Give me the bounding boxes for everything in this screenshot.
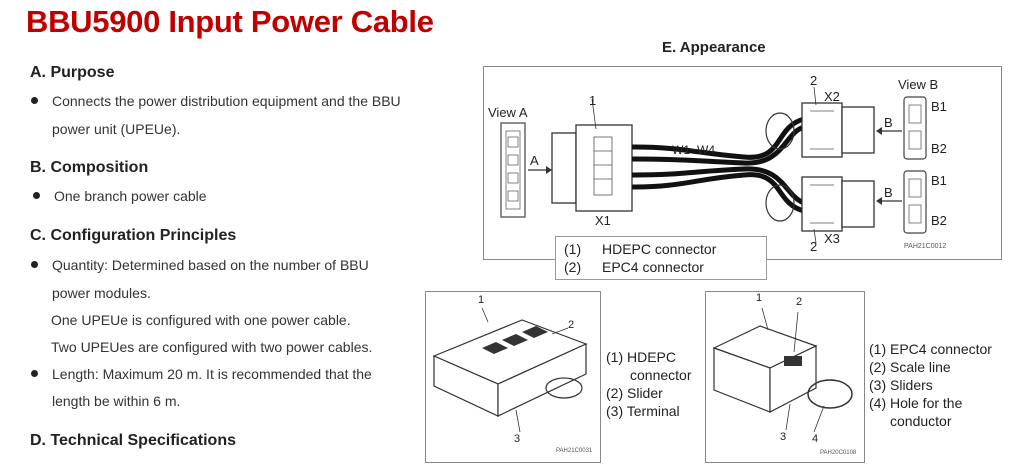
appearance-figure: View A A 1 W1~W4 X1 2 X2 2 X3 B B View B…	[483, 66, 1002, 260]
epc4-caption-2: (2) Scale line	[869, 359, 951, 375]
hdepc-caption-1: (1) HDEPC	[606, 349, 677, 365]
hdepc-figure-code: PAH21C0031	[556, 448, 593, 454]
callout-1: 1	[589, 93, 597, 108]
page-title: BBU5900 Input Power Cable	[26, 4, 434, 39]
epc4-figure: 1 2 3 4 PAH20C0108	[705, 291, 865, 463]
hdepc-callout-3: 3	[514, 433, 521, 445]
epc4-caption-4b: conductor	[890, 413, 952, 429]
hdepc-caption-2: (2) Slider	[606, 385, 663, 401]
bullet-icon	[31, 370, 38, 377]
view-b-label: View B	[898, 77, 939, 92]
callout-2-bottom: 2	[810, 239, 818, 254]
epc4-connector-drawing	[712, 307, 853, 433]
composition-heading: B. Composition	[30, 159, 149, 176]
config-quantity-2: power modules.	[52, 285, 151, 301]
figure-code: PAH21C0012	[904, 243, 947, 250]
wires-label: W1~W4	[672, 143, 716, 157]
purpose-heading: A. Purpose	[30, 64, 115, 81]
bullet-icon	[33, 192, 40, 199]
legend-2-num: (2)	[564, 259, 582, 275]
legend-1-text: HDEPC connector	[602, 241, 717, 257]
legend-1-num: (1)	[564, 241, 582, 257]
x2-label: X2	[824, 89, 840, 104]
config-note-2: Two UPEUes are configured with two power…	[51, 339, 373, 355]
config-length-2: length be within 6 m.	[52, 393, 181, 409]
epc4-callout-4: 4	[812, 433, 819, 445]
tech-heading: D. Technical Specifications	[30, 432, 236, 449]
epc4-figure-code: PAH20C0108	[820, 450, 857, 456]
x3-label: X3	[824, 231, 840, 246]
bullet-icon	[31, 97, 38, 104]
epc4-caption-1: (1) EPC4 connector	[869, 341, 992, 357]
arrow-b-bottom-label: B	[884, 185, 893, 200]
arrow-b-top-label: B	[884, 115, 893, 130]
config-length-1: Length: Maximum 20 m. It is recommended …	[52, 366, 372, 382]
hdepc-callout-2: 2	[568, 319, 575, 331]
x1-label: X1	[595, 213, 611, 228]
epc4-callout-1: 1	[756, 292, 763, 304]
legend-2-text: EPC4 connector	[602, 259, 704, 275]
config-heading: C. Configuration Principles	[30, 227, 237, 244]
composition-item: One branch power cable	[54, 188, 207, 204]
arrow-a-label: A	[530, 153, 539, 168]
epc4-callout-3: 3	[780, 431, 787, 443]
cable-diagram	[500, 86, 927, 244]
b2-bottom-label: B2	[931, 213, 947, 228]
bullet-icon	[31, 261, 38, 268]
epc4-caption-3: (3) Sliders	[869, 377, 933, 393]
epc4-caption-4: (4) Hole for the	[869, 395, 963, 411]
hdepc-caption-3: (3) Terminal	[606, 403, 680, 419]
config-quantity-1: Quantity: Determined based on the number…	[52, 257, 369, 273]
hdepc-callout-1: 1	[478, 294, 485, 306]
purpose-line-2: power unit (UPEUe).	[52, 121, 181, 137]
b2-top-label: B2	[931, 141, 947, 156]
appearance-legend: (1) HDEPC connector (2) EPC4 connector	[555, 236, 767, 280]
epc4-callout-2: 2	[796, 296, 803, 308]
hdepc-connector-drawing	[432, 307, 588, 433]
b1-bottom-label: B1	[931, 173, 947, 188]
purpose-line-1: Connects the power distribution equipmen…	[52, 93, 401, 109]
appearance-heading: E. Appearance	[662, 39, 766, 56]
callout-2-top: 2	[810, 73, 818, 88]
view-a-label: View A	[488, 105, 528, 120]
config-note-1: One UPEUe is configured with one power c…	[51, 312, 351, 328]
hdepc-caption-1b: connector	[630, 367, 692, 383]
b1-top-label: B1	[931, 99, 947, 114]
hdepc-figure: 1 2 3 PAH21C0031	[425, 291, 601, 463]
